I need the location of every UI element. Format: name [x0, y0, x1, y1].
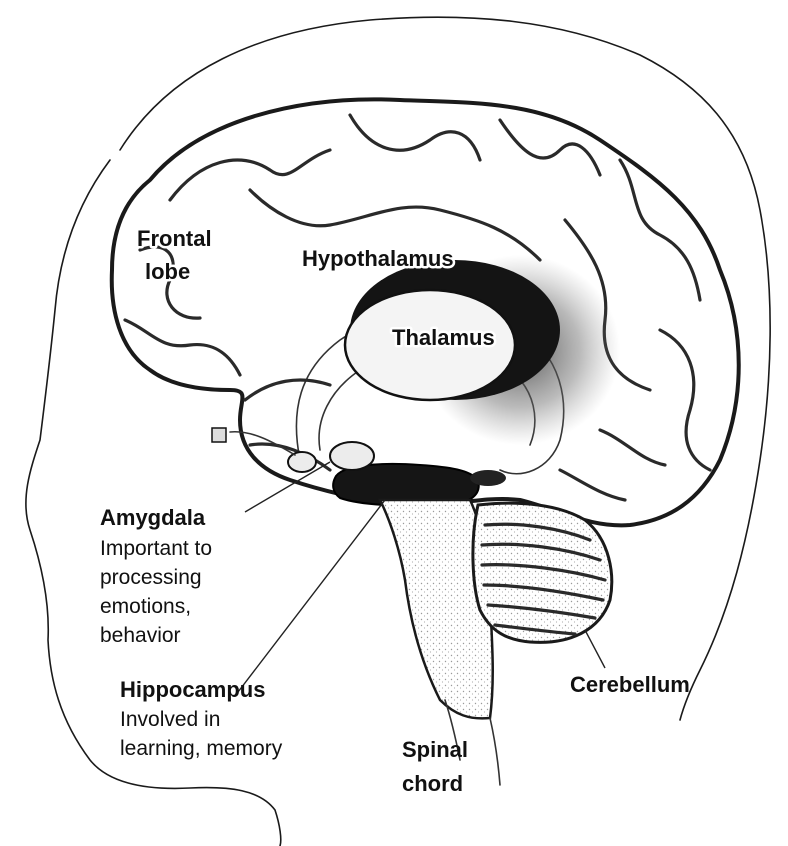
cortex-fold — [620, 160, 700, 300]
frontal-lobe-label: Frontal lobe — [137, 226, 218, 284]
amygdala-description-line: emotions, — [100, 595, 191, 618]
olfactory-bulb — [288, 452, 316, 472]
amygdala-description: Important to processing emotions, behavi… — [100, 537, 218, 647]
hippocampus-description: Involved in learning, memory — [120, 708, 283, 760]
optic-chiasm — [212, 428, 226, 442]
hippocampus-leader — [238, 500, 385, 692]
hippocampus-label: Hippocampus — [120, 677, 265, 702]
amygdala-region — [330, 442, 374, 470]
cortex-fold — [170, 150, 330, 200]
amygdala-description-line: Important to — [100, 537, 212, 560]
cortex-fold — [125, 320, 240, 375]
hippocampus-description-line: learning, memory — [120, 737, 283, 760]
spinal-chord-line: Spinal — [402, 737, 468, 762]
hypothalamus-label: Hypothalamus — [302, 246, 454, 271]
hippocampus-description-line: Involved in — [120, 708, 220, 731]
cortex-fold — [350, 115, 480, 160]
cerebellum-label: Cerebellum — [570, 672, 690, 697]
amygdala-description-line: processing — [100, 566, 202, 589]
spinal-chord-line: chord — [402, 771, 463, 796]
temporal-fold — [245, 380, 330, 400]
hippocampus-tail — [470, 470, 506, 486]
spinal-chord-label: Spinal chord — [402, 737, 474, 796]
amygdala-description-line: behavior — [100, 624, 181, 647]
frontal-lobe-line: lobe — [145, 259, 190, 284]
cortex-fold — [600, 430, 665, 465]
thalamus-label: Thalamus — [392, 325, 495, 350]
cortex-fold — [500, 120, 600, 175]
cortex-fold — [560, 470, 625, 500]
cortex-fold — [660, 330, 710, 470]
amygdala-label: Amygdala — [100, 505, 206, 530]
frontal-lobe-line: Frontal — [137, 226, 212, 251]
cerebellum-leader — [585, 630, 605, 668]
